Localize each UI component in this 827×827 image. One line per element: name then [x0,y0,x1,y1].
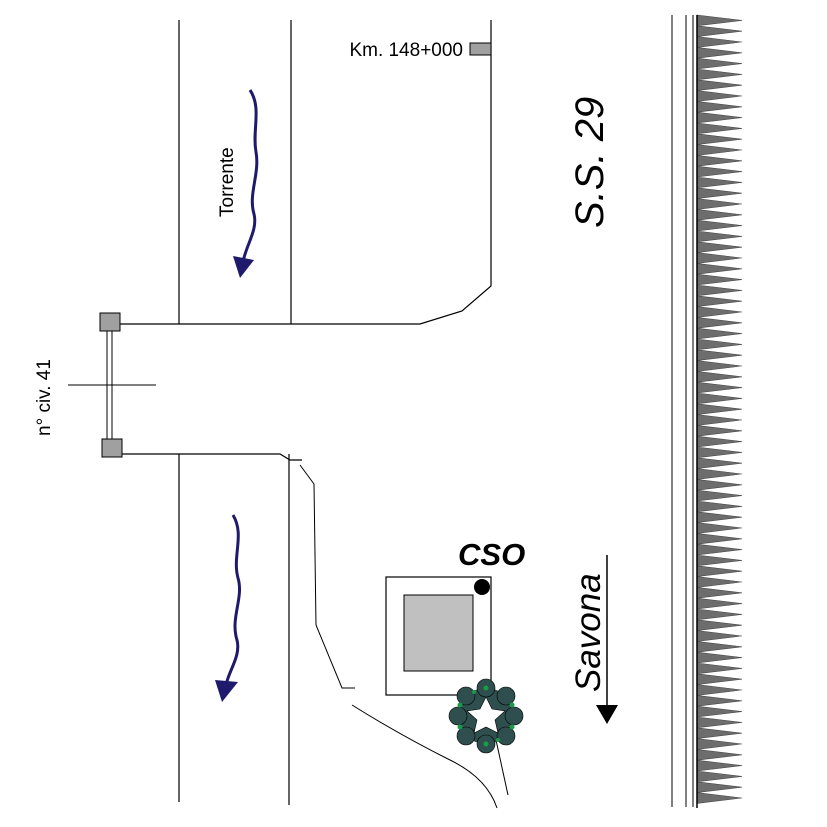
km-marker-label: Km. 148+000 [349,40,463,61]
road-edge-top [110,20,492,325]
km-marker-sign [469,42,492,56]
hedge-spikes [696,14,743,808]
cso-point [474,579,490,595]
tree-icon [448,678,524,796]
stream-banks-top [178,20,292,324]
house-number-label: n° civ. 41 [34,359,55,436]
hedge-row [696,14,743,808]
building [403,594,474,672]
stream-arrow-bottom [215,514,241,702]
cso-label: CSO [458,537,525,572]
road-label: S.S. 29 [568,97,612,228]
bridge-post-bottom [101,438,123,458]
bridge [68,312,156,458]
direction-arrow-icon [596,555,618,724]
direction-label: Savona [569,573,608,692]
stream-label: Torrente [217,147,238,217]
side-path-inner [299,464,355,689]
bridge-post-top [99,312,121,332]
road-boundary [671,15,694,807]
side-path-outer [351,704,498,809]
stream-arrow-top [233,89,259,278]
stream-banks-bottom [178,454,290,805]
road-edge-bottom [122,453,302,461]
